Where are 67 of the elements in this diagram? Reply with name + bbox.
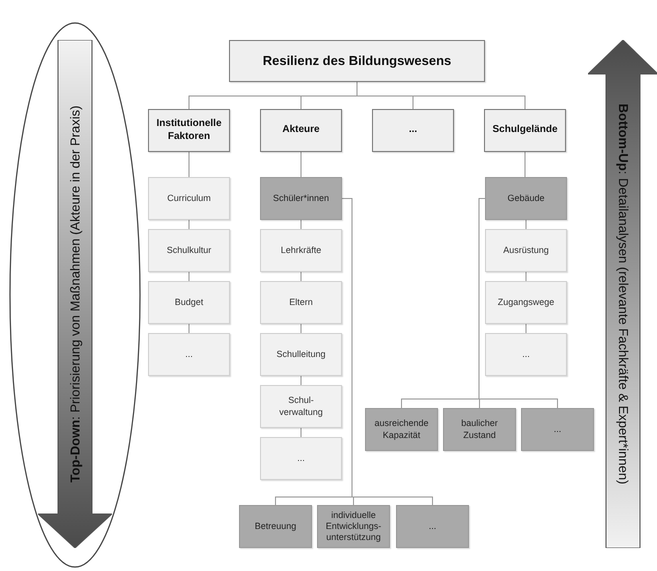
box-label: Schulleitung bbox=[276, 348, 326, 360]
arrow-label: Bottom-Up: Detailanalysen (relevante Fachkräfte & Expert*innen) bbox=[614, 104, 632, 484]
connector-line bbox=[300, 220, 302, 230]
box-label: individuelle Entwicklungs- unterstützung bbox=[326, 510, 382, 544]
item-box bbox=[317, 505, 390, 548]
up-arrow bbox=[588, 40, 657, 548]
category-box bbox=[484, 109, 566, 152]
item-box bbox=[260, 177, 342, 220]
title-box bbox=[229, 40, 485, 82]
box-label: ausreichende Kapazität bbox=[374, 418, 429, 441]
item-box bbox=[239, 505, 312, 548]
category-box bbox=[260, 109, 342, 152]
box-label: Eltern bbox=[289, 296, 313, 308]
connector-line bbox=[188, 220, 190, 230]
box-label: Curriculum bbox=[167, 192, 211, 204]
item-box bbox=[365, 408, 438, 451]
box-label: baulicher Zustand bbox=[460, 418, 499, 441]
box-label: Schul- verwaltung bbox=[278, 395, 324, 418]
connector-line bbox=[356, 82, 526, 110]
item-box bbox=[260, 333, 342, 376]
connector-line bbox=[300, 152, 302, 178]
box-label: Schulkultur bbox=[166, 244, 212, 256]
box-label: ... bbox=[297, 452, 305, 464]
connector-line bbox=[524, 152, 526, 178]
connector-line bbox=[300, 428, 302, 438]
connector-line bbox=[188, 152, 190, 178]
box-label: ... bbox=[185, 348, 193, 360]
box-label: ... bbox=[408, 124, 418, 137]
item-box bbox=[521, 408, 594, 451]
connector-line bbox=[188, 324, 190, 334]
item-box bbox=[148, 333, 230, 376]
box-label: Institutionelle Faktoren bbox=[156, 118, 222, 143]
connector-line bbox=[300, 272, 302, 282]
connector-line bbox=[188, 272, 190, 282]
box-label: Gebäude bbox=[507, 192, 545, 204]
item-box bbox=[485, 333, 567, 376]
box-label: Schulgelände bbox=[492, 124, 558, 137]
box-label: Budget bbox=[174, 296, 204, 308]
connector-line bbox=[478, 198, 558, 408]
box-label: ... bbox=[554, 424, 562, 436]
item-box bbox=[148, 281, 230, 324]
connector-line bbox=[300, 376, 302, 386]
category-box bbox=[372, 109, 454, 152]
category-box bbox=[148, 109, 230, 152]
arrow-label: Top-Down: Priorisierung von Maßnahmen (Akteure in der Praxis) bbox=[66, 106, 84, 482]
box-label: Akteure bbox=[282, 124, 320, 137]
box-label: Resilienz des Bildungswesens bbox=[262, 52, 452, 70]
item-box bbox=[485, 229, 567, 272]
connector-line bbox=[300, 324, 302, 334]
item-box bbox=[260, 229, 342, 272]
box-label: ... bbox=[428, 520, 436, 532]
item-box bbox=[148, 177, 230, 220]
item-box bbox=[260, 385, 342, 428]
box-label: Ausrüstung bbox=[503, 244, 549, 256]
item-box bbox=[485, 177, 567, 220]
item-box bbox=[260, 437, 342, 480]
item-box bbox=[485, 281, 567, 324]
item-box bbox=[260, 281, 342, 324]
box-label: Schüler*innen bbox=[272, 192, 330, 204]
item-box bbox=[396, 505, 469, 548]
box-label: Betreuung bbox=[254, 520, 296, 532]
box-label: Zugangswege bbox=[498, 296, 554, 308]
box-label: Lehrkräfte bbox=[280, 244, 322, 256]
box-label: ... bbox=[522, 348, 530, 360]
item-box bbox=[148, 229, 230, 272]
item-box bbox=[443, 408, 516, 451]
down-arrow bbox=[38, 40, 112, 548]
